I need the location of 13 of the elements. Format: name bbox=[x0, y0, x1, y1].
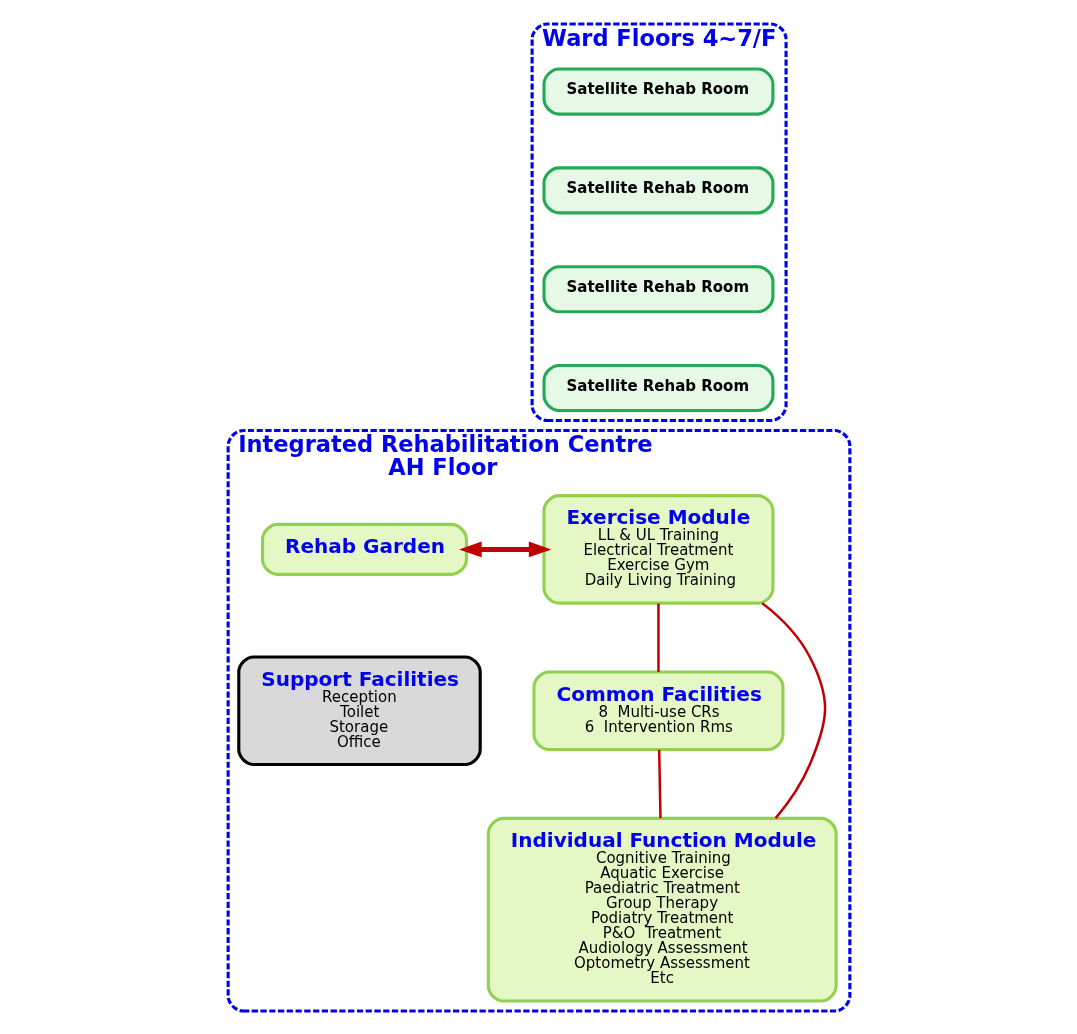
node-box: Support Facilities Reception Toilet Storage Office bbox=[236, 654, 482, 766]
node-box: Satellite Rehab Room bbox=[541, 66, 774, 116]
node-box: Satellite Rehab Room bbox=[541, 363, 774, 412]
node-box: Exercise Module LL & UL Training Electrical Treatment Exercise Gym Daily Living Training bbox=[541, 493, 774, 605]
arrow bbox=[458, 541, 551, 557]
node-box: Satellite Rehab Room bbox=[541, 165, 774, 214]
connector bbox=[657, 749, 662, 818]
connector bbox=[656, 603, 660, 672]
node-box: Rehab Garden bbox=[260, 522, 468, 576]
node-box: Individual Function Module Cognitive Training Aquatic Exercise Paediatric Treatment Group Therapy Podiatry Treatment P&O Treatment Audiology Assessment Optometry Assessment Etc bbox=[486, 816, 838, 1003]
connector bbox=[760, 601, 826, 819]
node-box: Common Facilities 8 Multi-use CRs 6 Intervention Rms bbox=[531, 669, 784, 751]
node-box: Satellite Rehab Room bbox=[541, 264, 774, 313]
